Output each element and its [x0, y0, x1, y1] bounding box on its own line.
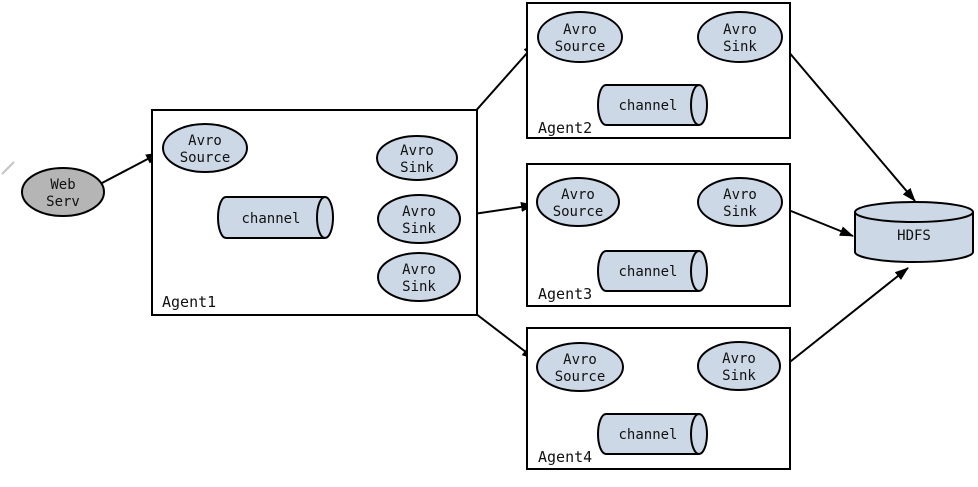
hdfs-cylinder-top-arc [854, 211, 974, 223]
agent4-sink-label-line2: Sink [722, 368, 756, 384]
agent3-group: Agent3 Avro Source channel Avro Sink [526, 163, 791, 307]
agent1-group: Agent1 Avro Source channel Avro Sink Avr… [151, 109, 478, 316]
agent1-source-label-line1: Avro [188, 133, 222, 149]
agent4-group: Agent4 Avro Source channel Avro Sink [526, 327, 791, 470]
agent2-channel-cap [690, 84, 700, 126]
agent4-sink-label-line1: Avro [722, 351, 756, 367]
agent3-avro-sink-ellipse [697, 177, 783, 227]
agent2-source-label-line2: Source [555, 39, 606, 55]
agent2-source-label-line1: Avro [563, 22, 597, 38]
agent3-sink-label-line2: Sink [723, 204, 757, 220]
agent4-source-label-line2: Source [555, 369, 606, 385]
agent4-avro-source-ellipse [536, 342, 624, 392]
agent1-label: Agent1 [162, 293, 216, 311]
web-server-label-line1: Web [50, 177, 75, 193]
agent3-channel-cap [690, 250, 700, 292]
agent1-channel-label: channel [241, 211, 300, 227]
agent1-sink3-label-line2: Sink [402, 279, 436, 295]
agent3-sink-label-line1: Avro [723, 187, 757, 203]
agent1-avro-sink1-ellipse [376, 135, 458, 181]
hdfs-label: HDFS [897, 228, 931, 244]
agent4-label: Agent4 [538, 448, 592, 466]
agent1-avro-source-ellipse [162, 123, 248, 173]
agent3-source-label-line1: Avro [561, 187, 595, 203]
agent1-source-label-line2: Source [180, 150, 231, 166]
agent3-channel-label: channel [618, 264, 677, 280]
agent4-channel-cap [690, 413, 700, 455]
agent3-avro-source-ellipse [536, 177, 620, 227]
agent4-channel-label: channel [618, 427, 677, 443]
agent1-sink2-label-line1: Avro [402, 204, 436, 220]
agent2-avro-sink-ellipse [697, 11, 783, 63]
stray-mark [1, 161, 15, 175]
edge-agent3-sink-to-hdfs [780, 206, 854, 237]
agent3-source-label-line2: Source [553, 204, 604, 220]
agent2-sink-label-line1: Avro [723, 22, 757, 38]
agent2-group: Agent2 Avro Source channel Avro Sink [526, 2, 791, 139]
agent2-channel-label: channel [618, 98, 677, 114]
web-server-node: Web Serv [21, 167, 105, 217]
web-server-ellipse [21, 167, 105, 217]
agent1-avro-sink2-ellipse [377, 194, 461, 244]
agent4-source-label-line1: Avro [563, 352, 597, 368]
agent1-avro-sink3-ellipse [377, 252, 461, 302]
agent2-sink-label-line2: Sink [723, 39, 757, 55]
agent1-channel-cap [316, 196, 326, 239]
agent2-label: Agent2 [538, 119, 592, 137]
agent2-avro-source-ellipse [537, 11, 623, 63]
agent1-sink1-label-line2: Sink [400, 160, 434, 176]
edge-agent4-sink-to-hdfs [780, 267, 909, 370]
edge-agent2-sink-to-hdfs [781, 43, 916, 202]
hdfs-node: HDFS [854, 201, 974, 263]
agent4-avro-sink-ellipse [697, 341, 781, 391]
hdfs-cylinder [854, 201, 974, 263]
edge-webserv-to-agent1-source [101, 152, 160, 184]
agent1-sink2-label-line2: Sink [402, 221, 436, 237]
agent1-sink1-label-line1: Avro [400, 143, 434, 159]
agent3-label: Agent3 [538, 285, 592, 303]
agent1-sink3-label-line1: Avro [402, 262, 436, 278]
web-server-label-line2: Serv [46, 194, 80, 210]
